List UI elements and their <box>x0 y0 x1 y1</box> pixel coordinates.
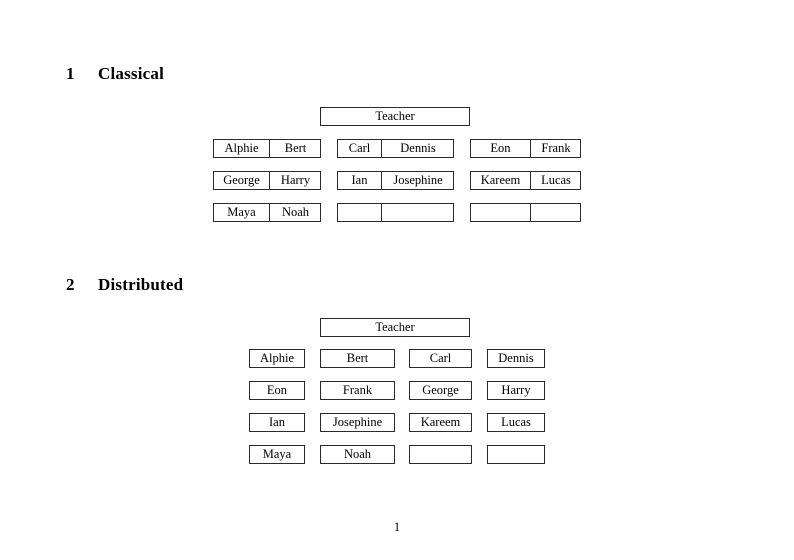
section-title: Classical <box>98 64 165 83</box>
teacher-box-classical: Teacher <box>320 107 470 126</box>
name-box: Ian <box>249 413 305 432</box>
name-cell: Harry <box>269 172 321 189</box>
pair-row: Carl Dennis <box>337 139 454 158</box>
name-box: Dennis <box>487 349 545 368</box>
name-cell-empty <box>338 204 381 221</box>
name-box-empty <box>487 445 545 464</box>
page-number: 1 <box>393 520 401 534</box>
pair-row: Eon Frank <box>470 139 581 158</box>
name-cell: Ian <box>351 173 368 187</box>
name-box: Bert <box>320 349 395 368</box>
section-title: Distributed <box>98 275 184 294</box>
name-cell: Carl <box>348 141 371 155</box>
pair-row: Alphie Bert <box>213 139 321 158</box>
pair-row: Maya Noah <box>213 203 321 222</box>
name-cell-empty <box>381 204 454 221</box>
name-cell: Bert <box>269 140 321 157</box>
teacher-box-distributed: Teacher <box>320 318 470 337</box>
pair-row: Ian Josephine <box>337 171 454 190</box>
name-box: Harry <box>487 381 545 400</box>
name-box: Maya <box>249 445 305 464</box>
name-cell: Frank <box>530 140 581 157</box>
name-box-empty <box>409 445 472 464</box>
name-box: Alphie <box>249 349 305 368</box>
pair-row: George Harry <box>213 171 321 190</box>
name-cell: George <box>223 173 260 187</box>
pair-row-empty <box>337 203 454 222</box>
pair-row-empty <box>470 203 581 222</box>
name-box: Kareem <box>409 413 472 432</box>
name-box: Carl <box>409 349 472 368</box>
name-cell: Josephine <box>381 172 454 189</box>
name-box: Frank <box>320 381 395 400</box>
name-cell: Alphie <box>224 141 259 155</box>
name-cell-empty <box>471 204 530 221</box>
name-cell: Dennis <box>381 140 454 157</box>
name-box: Lucas <box>487 413 545 432</box>
name-box: Josephine <box>320 413 395 432</box>
name-cell: Maya <box>227 205 256 219</box>
name-cell: Noah <box>269 204 321 221</box>
section-number: 1 <box>66 64 75 83</box>
name-cell: Kareem <box>480 173 521 187</box>
name-cell-empty <box>530 204 581 221</box>
section-heading-distributed: 2 Distributed <box>66 275 183 295</box>
name-cell: Lucas <box>530 172 581 189</box>
section-number: 2 <box>66 275 75 294</box>
name-box: Eon <box>249 381 305 400</box>
pair-row: Kareem Lucas <box>470 171 581 190</box>
section-heading-classical: 1 Classical <box>66 64 164 84</box>
name-box: Noah <box>320 445 395 464</box>
name-box: George <box>409 381 472 400</box>
name-cell: Eon <box>490 141 511 155</box>
